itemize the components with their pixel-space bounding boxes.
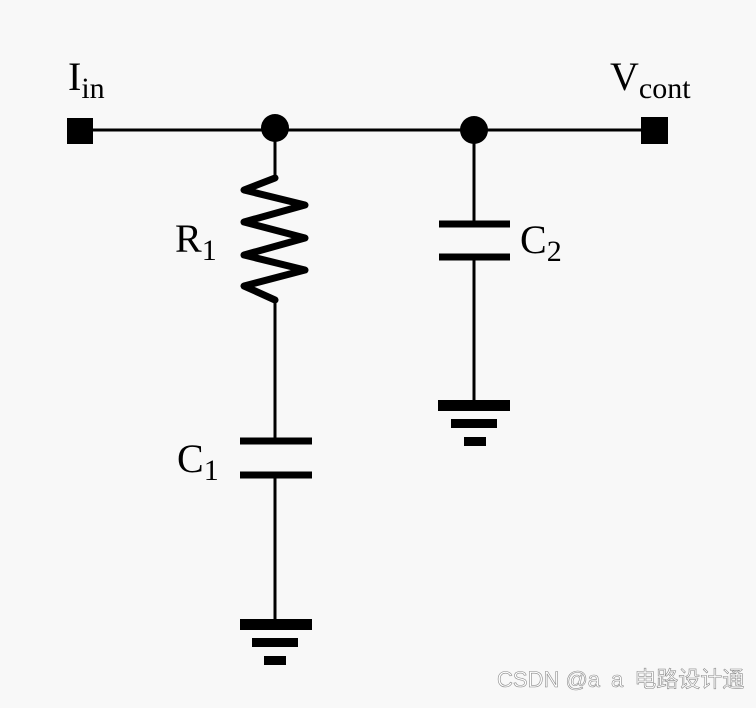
c1-label: C1 xyxy=(177,436,219,487)
watermark-text: CSDN @a a 电路设计通 xyxy=(497,667,744,692)
output-terminal xyxy=(641,117,668,144)
input-terminal xyxy=(67,118,93,144)
junction-node-r1 xyxy=(261,114,289,142)
r1-label: R1 xyxy=(175,216,217,267)
output-label: Vcont xyxy=(610,54,691,105)
c2-label: C2 xyxy=(520,217,562,268)
resistor-r1 xyxy=(240,174,309,304)
input-label: Iin xyxy=(68,54,105,105)
ground-symbol-1 xyxy=(240,619,312,665)
ground-symbol-2 xyxy=(438,400,510,446)
